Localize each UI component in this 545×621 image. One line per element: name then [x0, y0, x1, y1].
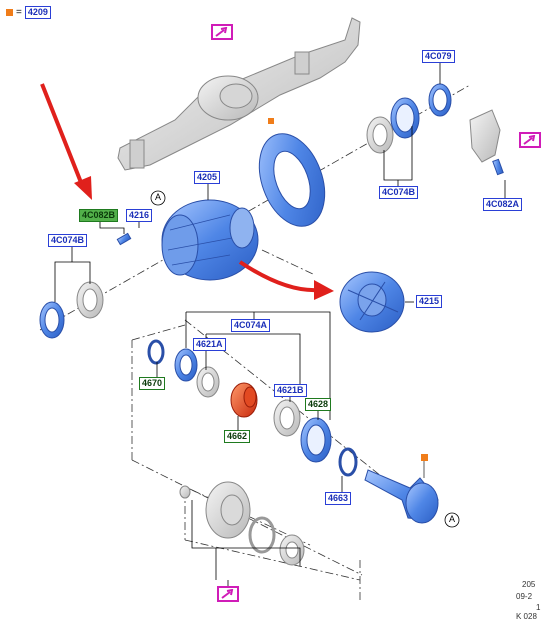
part-label-4c082a[interactable]: 4C082A [483, 198, 523, 211]
corner-text-4: K 028 [516, 612, 537, 621]
bearing-cap [469, 109, 504, 176]
corner-text-2: 09-2 [516, 592, 533, 601]
part-label-4c074b[interactable]: 4C074B [379, 186, 419, 199]
legend-equals: = [16, 7, 22, 18]
bearing-left [39, 281, 104, 339]
flange-yoke [179, 481, 305, 566]
part-label-4662[interactable]: 4662 [224, 430, 251, 443]
pinion-group [147, 339, 358, 477]
callout-letter-top: A [155, 192, 162, 202]
orange-marker-icon [6, 9, 13, 16]
part-label-4628[interactable]: 4628 [305, 398, 332, 411]
part-label-4621a[interactable]: 4621A [193, 338, 226, 351]
orange-marker-icon [421, 454, 428, 461]
legend: = 4209 [6, 6, 51, 19]
axle-housing [117, 17, 361, 171]
ring-gear [258, 118, 326, 227]
part-label-4621b[interactable]: 4621B [274, 384, 307, 397]
part-label-4663[interactable]: 4663 [325, 492, 352, 505]
reference-link-icon-bottom[interactable] [217, 586, 239, 602]
callout-circle-top [150, 190, 166, 206]
red-arrow-down [40, 83, 92, 200]
leader-lines [54, 62, 506, 590]
part-label-4670[interactable]: 4670 [139, 377, 166, 390]
bolt-4216 [116, 232, 132, 246]
part-label-4c074b[interactable]: 4C074B [48, 234, 88, 247]
corner-text-3: 1 [536, 603, 541, 612]
legend-part-label[interactable]: 4209 [24, 6, 51, 19]
part-label-4205[interactable]: 4205 [194, 171, 221, 184]
callout-letter-bottom: A [449, 514, 456, 524]
part-label-4216[interactable]: 4216 [126, 209, 153, 222]
part-label-4c079[interactable]: 4C079 [422, 50, 455, 63]
reference-link-icon-top[interactable] [211, 24, 233, 40]
part-label-4c082b[interactable]: 4C082B [79, 209, 119, 222]
corner-text-1: 205 [522, 580, 536, 589]
reference-link-icon-right[interactable] [519, 132, 541, 148]
callout-circle-bottom [444, 512, 460, 528]
differential-gears [339, 271, 405, 333]
part-label-4215[interactable]: 4215 [416, 295, 443, 308]
part-label-4c074a[interactable]: 4C074A [231, 319, 271, 332]
pinion-shaft [364, 454, 439, 524]
red-arrow-right [238, 260, 334, 300]
orange-marker-icon [268, 118, 274, 124]
differential-case [161, 199, 259, 281]
bearing-race-upper-right [366, 83, 452, 154]
